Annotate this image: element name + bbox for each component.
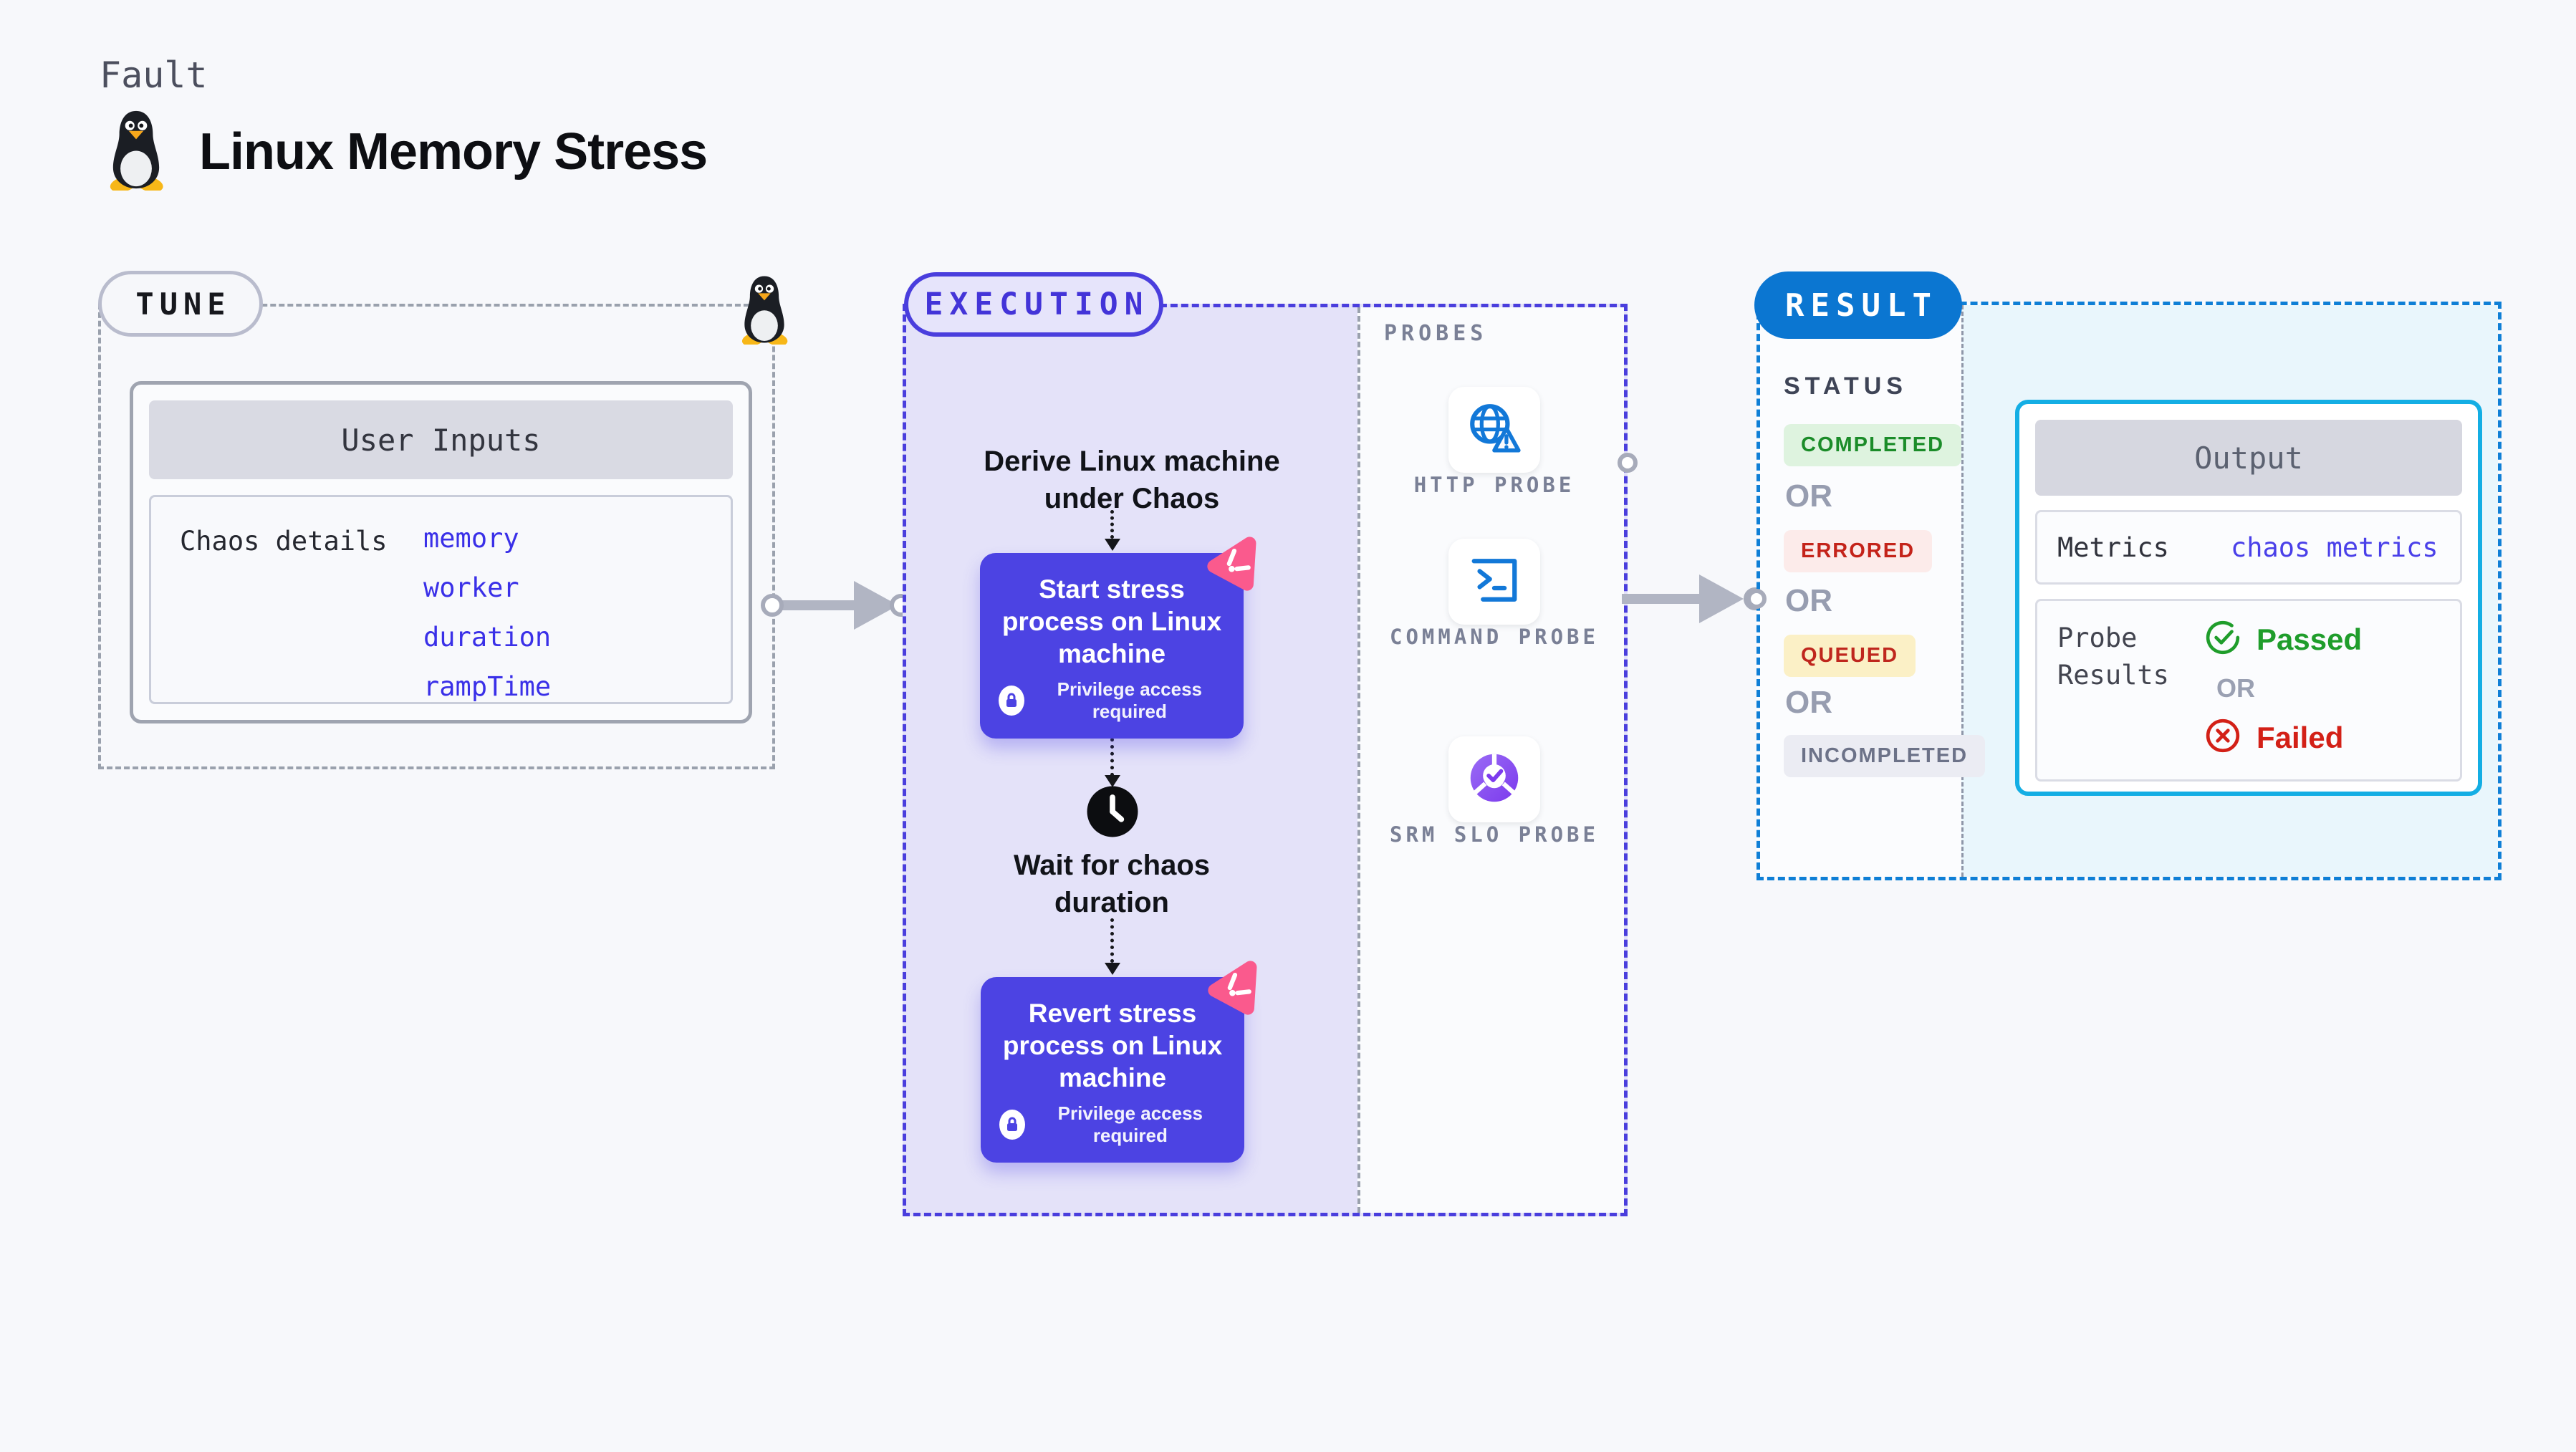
output-card: Output Metrics chaos metrics Probe Resul… — [2015, 400, 2482, 796]
revert-stress-node: Revert stress process on Linux machine P… — [981, 961, 1257, 1163]
fault-kicker: Fault — [100, 54, 208, 96]
metrics-label: Metrics — [2057, 532, 2169, 563]
status-badge-completed: COMPLETED — [1784, 424, 1962, 466]
lock-icon — [999, 1110, 1025, 1140]
srm-slo-probe-label: SRM SLO PROBE — [1390, 822, 1599, 847]
failed-x-icon — [2205, 718, 2241, 757]
derive-step-label: Derive Linux machine under Chaos — [984, 446, 1280, 514]
terminal-icon — [1467, 557, 1522, 607]
result-badge: RESULT — [1754, 271, 1962, 339]
tune-section-box — [98, 304, 775, 769]
privilege-note: Privilege access required — [1057, 678, 1203, 722]
globe-alert-icon — [1466, 402, 1523, 458]
http-probe-tile — [1448, 387, 1540, 473]
status-badge-queued: QUEUED — [1784, 635, 1916, 677]
start-stress-label: Start stress process on Linux machine — [1001, 574, 1222, 668]
status-heading: STATUS — [1784, 372, 1908, 400]
tune-badge: TUNE — [98, 271, 263, 337]
clock-icon — [1086, 785, 1139, 842]
flow-connector — [1110, 510, 1114, 539]
status-or-label: OR — [1785, 583, 1832, 618]
connector-port — [1746, 589, 1767, 609]
tux-icon — [102, 109, 170, 194]
flow-arrowhead — [1105, 775, 1120, 787]
output-header: Output — [2035, 420, 2462, 496]
command-probe-tile — [1448, 539, 1540, 625]
chaos-metrics-link[interactable]: chaos metrics — [2230, 532, 2438, 563]
outcome-or-label: OR — [2216, 673, 2255, 703]
wait-step-label: Wait for chaos duration — [1013, 850, 1211, 918]
probes-section-label: PROBES — [1384, 321, 1488, 346]
link-ramptime[interactable]: rampTime — [423, 671, 552, 702]
link-memory[interactable]: memory — [423, 523, 519, 554]
chaos-details-label: Chaos details — [180, 526, 388, 557]
status-badge-errored: ERRORED — [1784, 530, 1933, 572]
command-probe-label: COMMAND PROBE — [1390, 625, 1599, 649]
link-worker[interactable]: worker — [423, 572, 519, 603]
privilege-note: Privilege access required — [1057, 1102, 1203, 1146]
chaos-experiment-icon — [1204, 957, 1266, 1022]
execution-badge: EXECUTION — [904, 272, 1163, 337]
metrics-row: Metrics chaos metrics — [2035, 510, 2462, 585]
probe-results-row: Probe Results Passed OR — [2035, 599, 2462, 782]
failed-label: Failed — [2257, 720, 2344, 754]
revert-stress-label: Revert stress process on Linux machine — [1002, 999, 1223, 1092]
status-badge-incompleted: INCOMPLETED — [1784, 735, 1986, 777]
lock-icon — [999, 686, 1024, 716]
page-header: Linux Memory Stress — [102, 109, 708, 194]
http-probe-label: HTTP PROBE — [1413, 473, 1575, 497]
flow-arrowhead — [1105, 539, 1120, 551]
passed-label: Passed — [2257, 622, 2363, 656]
status-or-label: OR — [1785, 479, 1832, 514]
user-inputs-header: User Inputs — [149, 400, 733, 479]
page-title: Linux Memory Stress — [199, 122, 708, 181]
slo-donut-icon — [1467, 751, 1522, 809]
connector-port — [1618, 453, 1638, 473]
start-stress-node: Start stress process on Linux machine Pr… — [980, 537, 1256, 739]
link-duration[interactable]: duration — [423, 622, 552, 653]
passed-check-icon — [2205, 620, 2241, 659]
user-inputs-card: User Inputs Chaos details memory worker … — [130, 381, 752, 723]
chaos-experiment-icon — [1203, 533, 1265, 598]
flow-connector — [1110, 918, 1114, 963]
probe-results-label: Probe Results — [2057, 622, 2169, 691]
tux-corner-icon — [735, 274, 794, 348]
arrow-tune-to-execution — [761, 581, 913, 630]
srm-slo-probe-tile — [1448, 736, 1540, 822]
status-or-label: OR — [1785, 685, 1832, 720]
flow-arrowhead — [1105, 963, 1120, 975]
user-inputs-rows: Chaos details memory worker duration ram… — [149, 495, 733, 704]
